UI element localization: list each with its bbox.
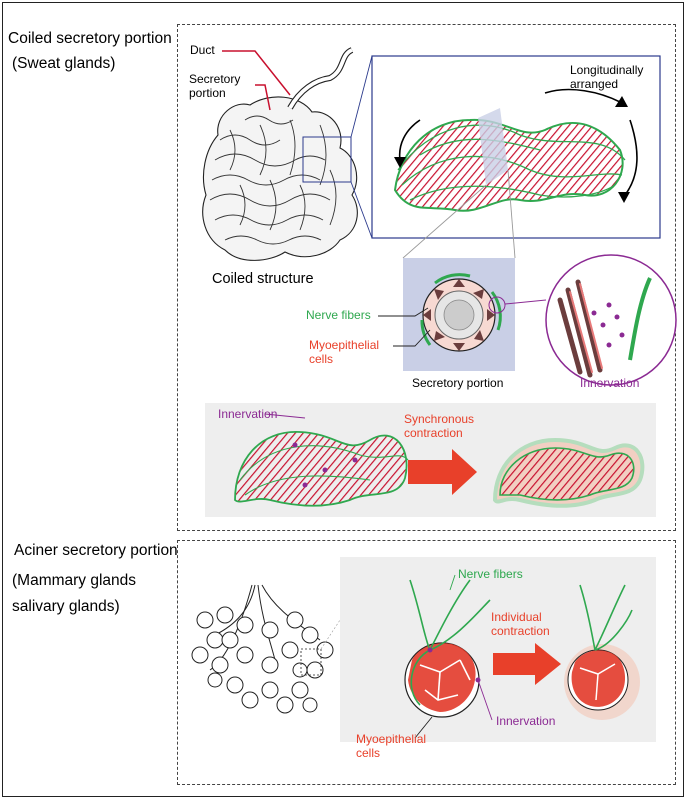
longitudinal-label-line1: Longitudinally <box>570 63 644 77</box>
myoepithelial-label-coiled-line1: Myoepithelial <box>309 338 380 352</box>
acinar-gland-drawing <box>191 584 334 714</box>
secretory-label-line2: portion <box>189 86 226 100</box>
innervation-connector <box>504 299 547 305</box>
coiled-section-title: Coiled secretory portion <box>8 30 172 47</box>
panel-innervation-leader <box>264 413 306 419</box>
acinar-nerve-leader <box>449 574 456 591</box>
cross-leader-lines <box>378 307 431 347</box>
acinar-section-box <box>177 540 676 785</box>
acinar-section-title: Aciner secretory portion <box>14 542 178 559</box>
nerve-fibers-label-acinar: Nerve fibers <box>458 567 523 581</box>
cross-section <box>420 273 506 352</box>
acinus-before <box>404 579 491 718</box>
myoepithelial-label-acinar-line1: Myoepithelial <box>356 732 427 746</box>
longitudinal-label-line2: arranged <box>570 77 619 91</box>
acinar-subtitle-line1: (Mammary glands <box>12 572 137 589</box>
acinar-subtitle-line2: salivary glands) <box>12 598 120 615</box>
innervation-label-acinar: Innervation <box>496 714 556 728</box>
coiled-gland-drawing <box>202 47 358 261</box>
individual-arrow <box>493 643 561 685</box>
coiled-structure-label: Coiled structure <box>212 271 314 287</box>
cross-section-label: Secretory portion <box>412 376 504 390</box>
coiled-section-box <box>177 24 676 531</box>
zoomed-coil <box>393 88 638 212</box>
individual-label-line2: contraction <box>491 624 550 638</box>
synchronous-label-line2: contraction <box>404 426 463 440</box>
nerve-fibers-label-coiled: Nerve fibers <box>306 308 371 322</box>
myoepithelial-label-acinar-line2: cells <box>356 746 381 760</box>
sync-arrow <box>408 449 477 495</box>
myoepithelial-label-coiled-line2: cells <box>309 352 334 366</box>
cross-projection-lines <box>402 169 516 259</box>
acinus-after <box>564 584 640 720</box>
innervation-circle-label: Innervation <box>580 376 640 390</box>
acinar-innervation-leader <box>477 679 493 721</box>
synchronous-label-line1: Synchronous <box>404 412 475 426</box>
individual-label-line1: Individual <box>491 610 542 624</box>
duct-label: Duct <box>190 43 215 57</box>
acinar-myo-leader <box>414 716 433 739</box>
acinar-zoom-line <box>320 619 341 650</box>
innervation-circle <box>545 254 677 386</box>
panel-innervation-label: Innervation <box>218 407 278 421</box>
coil-after-contraction <box>492 437 645 508</box>
secretory-label-line1: Secretory <box>189 72 241 86</box>
leader-lines-coiled <box>222 50 291 111</box>
coil-before-contraction <box>234 431 409 507</box>
zoom-lines <box>350 55 373 239</box>
coiled-section-subtitle: (Sweat glands) <box>12 55 116 72</box>
